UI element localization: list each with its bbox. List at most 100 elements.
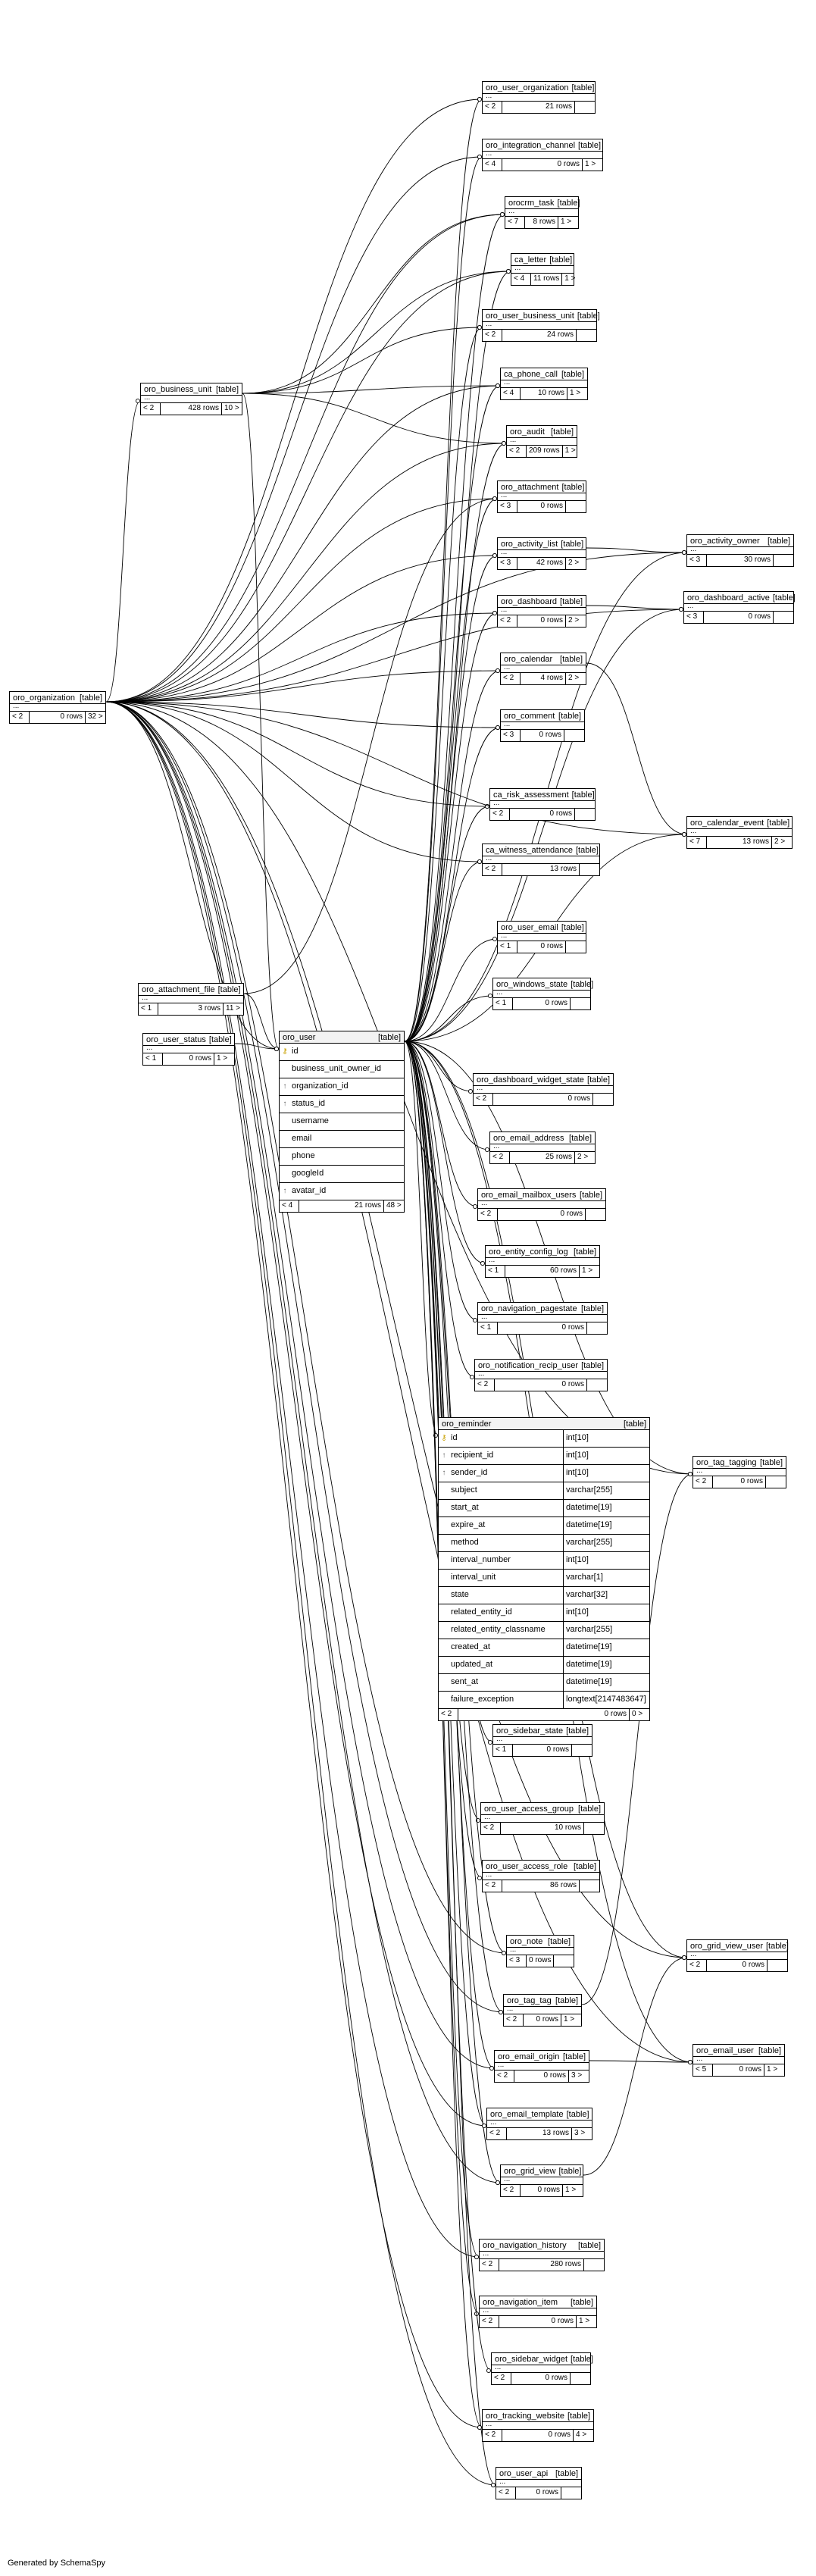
parents-link[interactable]: < 2	[478, 1209, 498, 1220]
column-row[interactable]: business_unit_owner_id	[280, 1061, 404, 1078]
children-link[interactable]	[586, 1209, 605, 1220]
table-name[interactable]: oro_calendar	[504, 655, 553, 664]
parents-link[interactable]: < 3	[501, 730, 521, 741]
parents-link[interactable]: < 2	[483, 330, 502, 341]
table-header[interactable]: oro_comment[table]	[501, 710, 584, 722]
table-name[interactable]: oro_audit	[510, 427, 545, 437]
parents-link[interactable]: < 2	[501, 2185, 521, 2196]
table-header[interactable]: oro_grid_view[table]	[501, 2165, 583, 2177]
children-link[interactable]: 2 >	[774, 837, 786, 846]
table-header[interactable]: oro_user_access_role[table]	[483, 1861, 599, 1873]
table-name[interactable]: oro_user_business_unit	[486, 311, 574, 321]
children-link[interactable]: 2 >	[568, 559, 580, 567]
parents-link[interactable]: < 3	[684, 612, 704, 623]
table-header[interactable]: oro_user_business_unit[table]	[483, 310, 600, 322]
table-header[interactable]: oro_entity_config_log[table]	[486, 1246, 599, 1258]
table-header[interactable]: oro_email_mailbox_users[table]	[478, 1189, 605, 1201]
table-name[interactable]: oro_comment	[504, 712, 555, 721]
table-header[interactable]: oro_dashboard[table]	[498, 596, 586, 608]
table-name[interactable]: oro_email_origin	[498, 2052, 560, 2061]
children-link[interactable]: 1 >	[565, 2186, 577, 2194]
parents-link[interactable]: < 2	[480, 2259, 499, 2271]
parents-link[interactable]: < 1	[143, 1053, 163, 1065]
parents-link[interactable]: < 1	[493, 998, 513, 1009]
table-header[interactable]: oro_notification_recip_user[table]	[475, 1360, 607, 1372]
parents-link[interactable]: < 2	[501, 673, 521, 684]
table-name[interactable]: oro_user_api	[499, 2469, 549, 2478]
table-header[interactable]: oro_email_address[table]	[490, 1132, 595, 1144]
parents-link[interactable]: < 3	[498, 501, 517, 512]
table-header[interactable]: oro_email_user[table]	[693, 2045, 784, 2057]
table-header[interactable]: oro_calendar[table]	[501, 653, 586, 665]
table-name[interactable]: oro_user_access_role	[486, 1862, 568, 1871]
children-link[interactable]	[571, 2373, 590, 2384]
children-link[interactable]: 10 >	[224, 404, 239, 412]
table-name[interactable]: oro_navigation_history	[483, 2241, 567, 2250]
parents-link[interactable]: < 2	[504, 2014, 524, 2026]
table-name[interactable]: oro_tracking_website	[486, 2412, 564, 2421]
table-name[interactable]: oro_dashboard_widget_state	[477, 1075, 584, 1085]
parents-link[interactable]: < 2	[480, 2316, 499, 2327]
table-header[interactable]: oro_reminder[table]	[439, 1418, 649, 1430]
children-link[interactable]	[580, 864, 599, 875]
table-name[interactable]: oro_dashboard	[501, 597, 558, 606]
parents-link[interactable]: < 2	[487, 2128, 507, 2139]
table-header[interactable]: oro_attachment[table]	[498, 481, 586, 493]
parents-link[interactable]: < 1	[493, 1745, 513, 1756]
table-header[interactable]: oro_dashboard_widget_state[table]	[474, 1074, 613, 1086]
table-name[interactable]: oro_grid_view	[504, 2167, 556, 2176]
children-link[interactable]: 2 >	[568, 616, 580, 624]
parents-link[interactable]: < 4	[280, 1200, 299, 1212]
table-header[interactable]: ca_risk_assessment[table]	[490, 789, 595, 801]
children-link[interactable]	[571, 998, 590, 1009]
table-name[interactable]: ca_phone_call	[504, 370, 558, 379]
table-name[interactable]: ca_witness_attendance	[486, 846, 573, 855]
children-link[interactable]	[587, 1379, 607, 1391]
table-name[interactable]: oro_navigation_item	[483, 2298, 558, 2307]
children-link[interactable]	[554, 1955, 574, 1967]
children-link[interactable]	[774, 612, 793, 623]
parents-link[interactable]: < 7	[687, 837, 707, 848]
table-name[interactable]: oro_navigation_pagestate	[481, 1304, 577, 1313]
children-link[interactable]	[577, 330, 596, 341]
children-link[interactable]: 1 >	[561, 218, 572, 226]
parents-link[interactable]: < 2	[474, 1094, 493, 1105]
table-header[interactable]: orocrm_task[table]	[505, 197, 580, 209]
table-header[interactable]: oro_user_email[table]	[498, 922, 586, 934]
table-name[interactable]: oro_entity_config_log	[489, 1247, 568, 1257]
table-header[interactable]: oro_navigation_item[table]	[480, 2296, 596, 2308]
children-link[interactable]: 1 >	[564, 274, 576, 283]
column-row[interactable]: email	[280, 1131, 404, 1148]
children-link[interactable]: 0 >	[632, 1710, 643, 1718]
children-link[interactable]: 4 >	[576, 2430, 587, 2439]
column-row[interactable]: ↑status_id	[280, 1096, 404, 1113]
parents-link[interactable]: < 2	[496, 2487, 516, 2499]
parents-link[interactable]: < 3	[498, 558, 517, 569]
table-name[interactable]: oro_activity_owner	[690, 537, 760, 546]
column-row[interactable]: ⚷id	[280, 1044, 404, 1061]
table-name[interactable]: oro_user	[283, 1033, 316, 1042]
column-row[interactable]: phone	[280, 1148, 404, 1166]
table-header[interactable]: oro_sidebar_widget[table]	[492, 2353, 593, 2365]
